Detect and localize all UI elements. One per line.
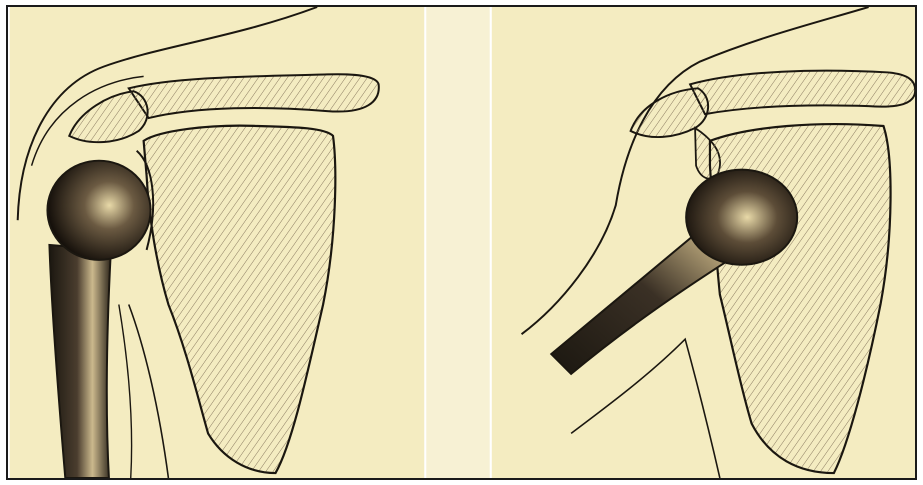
right-panel-dislocated-shoulder (490, 7, 917, 478)
humeral-head (47, 161, 150, 260)
panel-gap-fill (426, 7, 490, 478)
panel-gap (426, 7, 490, 478)
illustration-frame (6, 5, 917, 480)
left-panel-normal-shoulder (8, 7, 426, 478)
right-shoulder-drawing (490, 7, 917, 478)
left-shoulder-drawing (8, 7, 426, 478)
humeral-head-dislocated (686, 170, 797, 265)
gap-background (426, 7, 489, 478)
